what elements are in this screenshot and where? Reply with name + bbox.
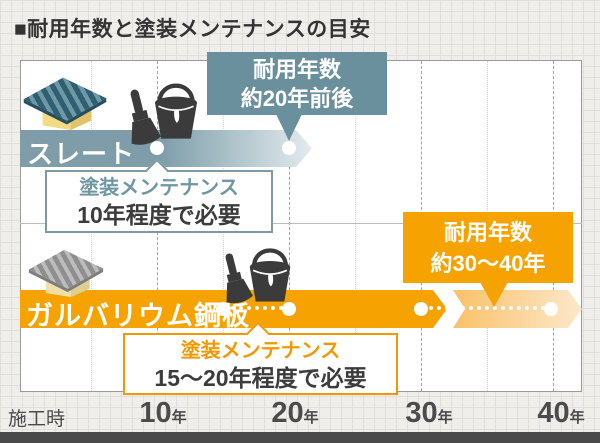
slate-lifespan-callout: 耐用年数 約20年前後 (207, 52, 387, 115)
paint-brush-icon (130, 89, 161, 145)
grid-line-20yr (289, 61, 290, 391)
slate-maintenance-line2: 10年程度で必要 (77, 202, 241, 228)
slate-callout-pointer (276, 114, 302, 141)
section-divider-line (20, 223, 582, 224)
slate-lifespan-line1: 耐用年数 (252, 57, 341, 82)
galvalume-lifespan-callout: 耐用年数 約30〜40年 (403, 212, 573, 283)
galvalume-maintenance-dot-20yr (282, 302, 296, 316)
axis-tick-20yr: 20年 (271, 397, 319, 429)
bottom-accent-bar (0, 432, 600, 443)
galvalume-maintenance-line1: 塗装メンテナンス (180, 340, 341, 362)
galvalume-roof-house-icon (28, 249, 104, 298)
axis-tick-10yr: 10年 (139, 397, 187, 429)
slate-maintenance-label: 塗装メンテナンス 10年程度で必要 (45, 170, 273, 233)
slate-bar-label: スレート (27, 139, 136, 169)
galvalume-bar-label: ガルバリウム鋼板 (26, 301, 250, 331)
axis-tick-30yr: 30年 (405, 397, 453, 429)
lifespan-range-dotted-line (429, 306, 545, 310)
axis-origin-label: 施工時 (8, 409, 66, 430)
galvalume-maintenance-label: 塗装メンテナンス 15〜20年程度で必要 (123, 333, 398, 395)
paint-bucket-icon (249, 248, 291, 302)
galvalume-lifespan-dot-30yr (414, 302, 428, 316)
slate-roof-house-icon (23, 77, 107, 131)
grid-line-25yr (355, 61, 356, 391)
galvalume-lifespan-line1: 耐用年数 (443, 220, 532, 245)
galvalume-callout-pointer (480, 282, 508, 307)
galvalume-maintenance-line2: 15〜20年程度で必要 (154, 365, 367, 391)
slate-maintenance-dot-10yr (150, 141, 164, 155)
maintenance-range-dotted-line (231, 306, 283, 310)
slate-maintenance-line1: 塗装メンテナンス (79, 177, 239, 199)
paint-bucket-icon (155, 83, 197, 139)
galvalume-maintenance-dot-15yr (216, 302, 230, 316)
galvalume-lifespan-line2: 約30〜40年 (430, 251, 546, 276)
slate-lifespan-dot-20yr (282, 141, 296, 155)
page-title: ■耐用年数と塗装メンテナンスの目安 (14, 18, 371, 41)
galvalume-lifespan-dot-40yr (544, 302, 558, 316)
paint-brush-icon (225, 253, 253, 304)
slate-lifespan-line2: 約20年前後 (240, 86, 354, 111)
axis-tick-40yr: 40年 (537, 397, 585, 429)
